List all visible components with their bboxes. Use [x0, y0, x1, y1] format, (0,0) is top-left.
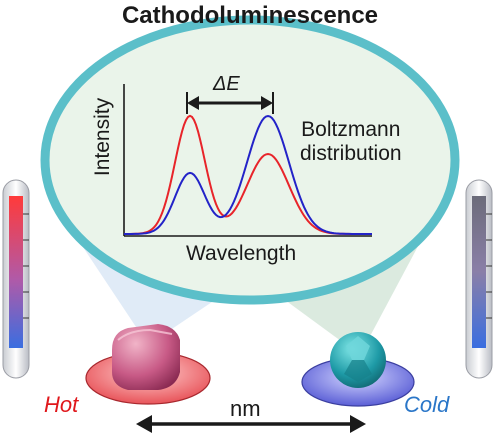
hot-nanoparticle — [85, 324, 211, 405]
delta-e-arrow — [186, 92, 274, 114]
distance-label: nm — [230, 396, 261, 421]
cold-label: Cold — [404, 392, 450, 417]
distance-arrow — [136, 415, 366, 433]
cold-spectrum-curve — [124, 114, 372, 235]
cold-nanoparticle — [301, 332, 415, 407]
distribution-label: Boltzmann distribution — [300, 118, 402, 166]
delta-e-text: ΔE — [213, 73, 240, 95]
delta-e-label: ΔE — [213, 73, 240, 96]
distribution-label-line2: distribution — [300, 142, 402, 165]
y-axis-label: Intensity — [91, 97, 114, 177]
hot-label: Hot — [44, 392, 79, 417]
hot-thermometer-icon — [2, 179, 30, 379]
diagram-title: Cathodoluminescence — [121, 2, 379, 29]
x-axis-label: Wavelength — [186, 242, 297, 265]
cold-thermometer-icon — [465, 179, 493, 379]
distribution-label-line1: Boltzmann — [301, 118, 401, 141]
spectrum-bubble — [40, 15, 460, 305]
